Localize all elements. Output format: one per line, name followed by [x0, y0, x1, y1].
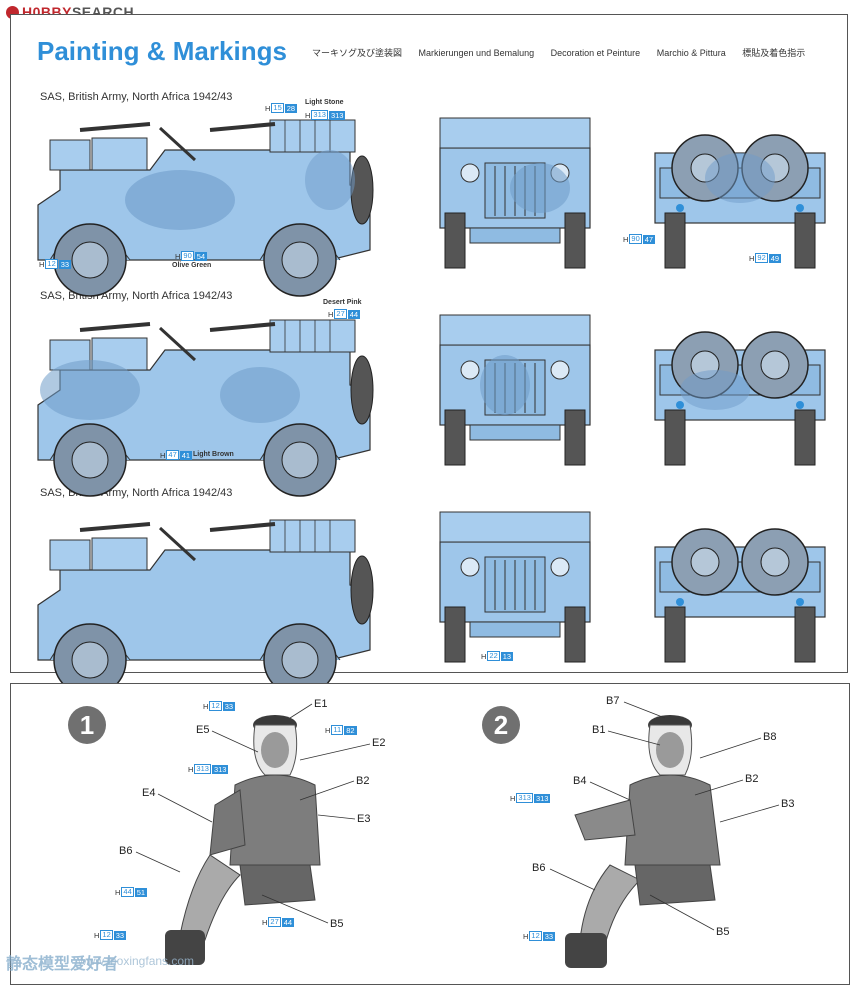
part-callout: E5: [196, 724, 210, 736]
subtitle-ja: マーキソグ及び塗装図: [312, 48, 403, 58]
jeep-rear-1: [654, 134, 826, 269]
part-callout: B6: [119, 845, 133, 857]
part-callout: E2: [372, 737, 386, 749]
subtitle-it: Marchio & Pittura: [656, 48, 726, 58]
figure-1-illustration: [165, 715, 321, 965]
part-callout: B8: [763, 731, 777, 743]
paint-name: Light Brown: [193, 451, 234, 458]
watermark-url: www.moxingfans.com: [78, 954, 195, 968]
part-callout: B5: [330, 918, 344, 930]
jeep-side-1: [36, 118, 375, 298]
part-callout: B1: [592, 724, 606, 736]
profile-label-1: SAS, British Army, North Africa 1942/43: [40, 91, 233, 103]
part-callout: B7: [606, 695, 620, 707]
part-callout: B4: [573, 775, 587, 787]
paint-name: Desert Pink: [323, 299, 362, 306]
subtitle-zh: 標貼及着色指示: [742, 48, 806, 58]
paint-name: Light Stone: [305, 99, 344, 106]
watermark-text: 静态模型爱好者: [6, 956, 119, 973]
subtitle-row: マーキソグ及び塗装図 Markierungen und Bemalung Dec…: [312, 46, 819, 59]
figure-number-2: 2: [482, 706, 520, 744]
part-callout: B2: [745, 773, 759, 785]
part-callout: E4: [142, 787, 156, 799]
jeep-side-2: [36, 318, 375, 498]
jeep-rear-2: [654, 331, 826, 466]
part-callout: E1: [314, 698, 328, 710]
part-callout: E3: [357, 813, 371, 825]
part-callout: B6: [532, 862, 546, 874]
figure-number-1: 1: [68, 706, 106, 744]
part-callout: B3: [781, 798, 795, 810]
subtitle-de: Markierungen und Bemalung: [418, 48, 535, 58]
jeep-front-1: [439, 117, 591, 269]
part-callout: B5: [716, 926, 730, 938]
figure-2-illustration: [565, 715, 721, 968]
subtitle-fr: Decoration et Peinture: [550, 48, 641, 58]
part-callout: B2: [356, 775, 370, 787]
page-title: Painting & Markings: [37, 36, 287, 66]
paint-name: Olive Green: [172, 262, 212, 269]
jeep-front-2: [439, 314, 591, 466]
